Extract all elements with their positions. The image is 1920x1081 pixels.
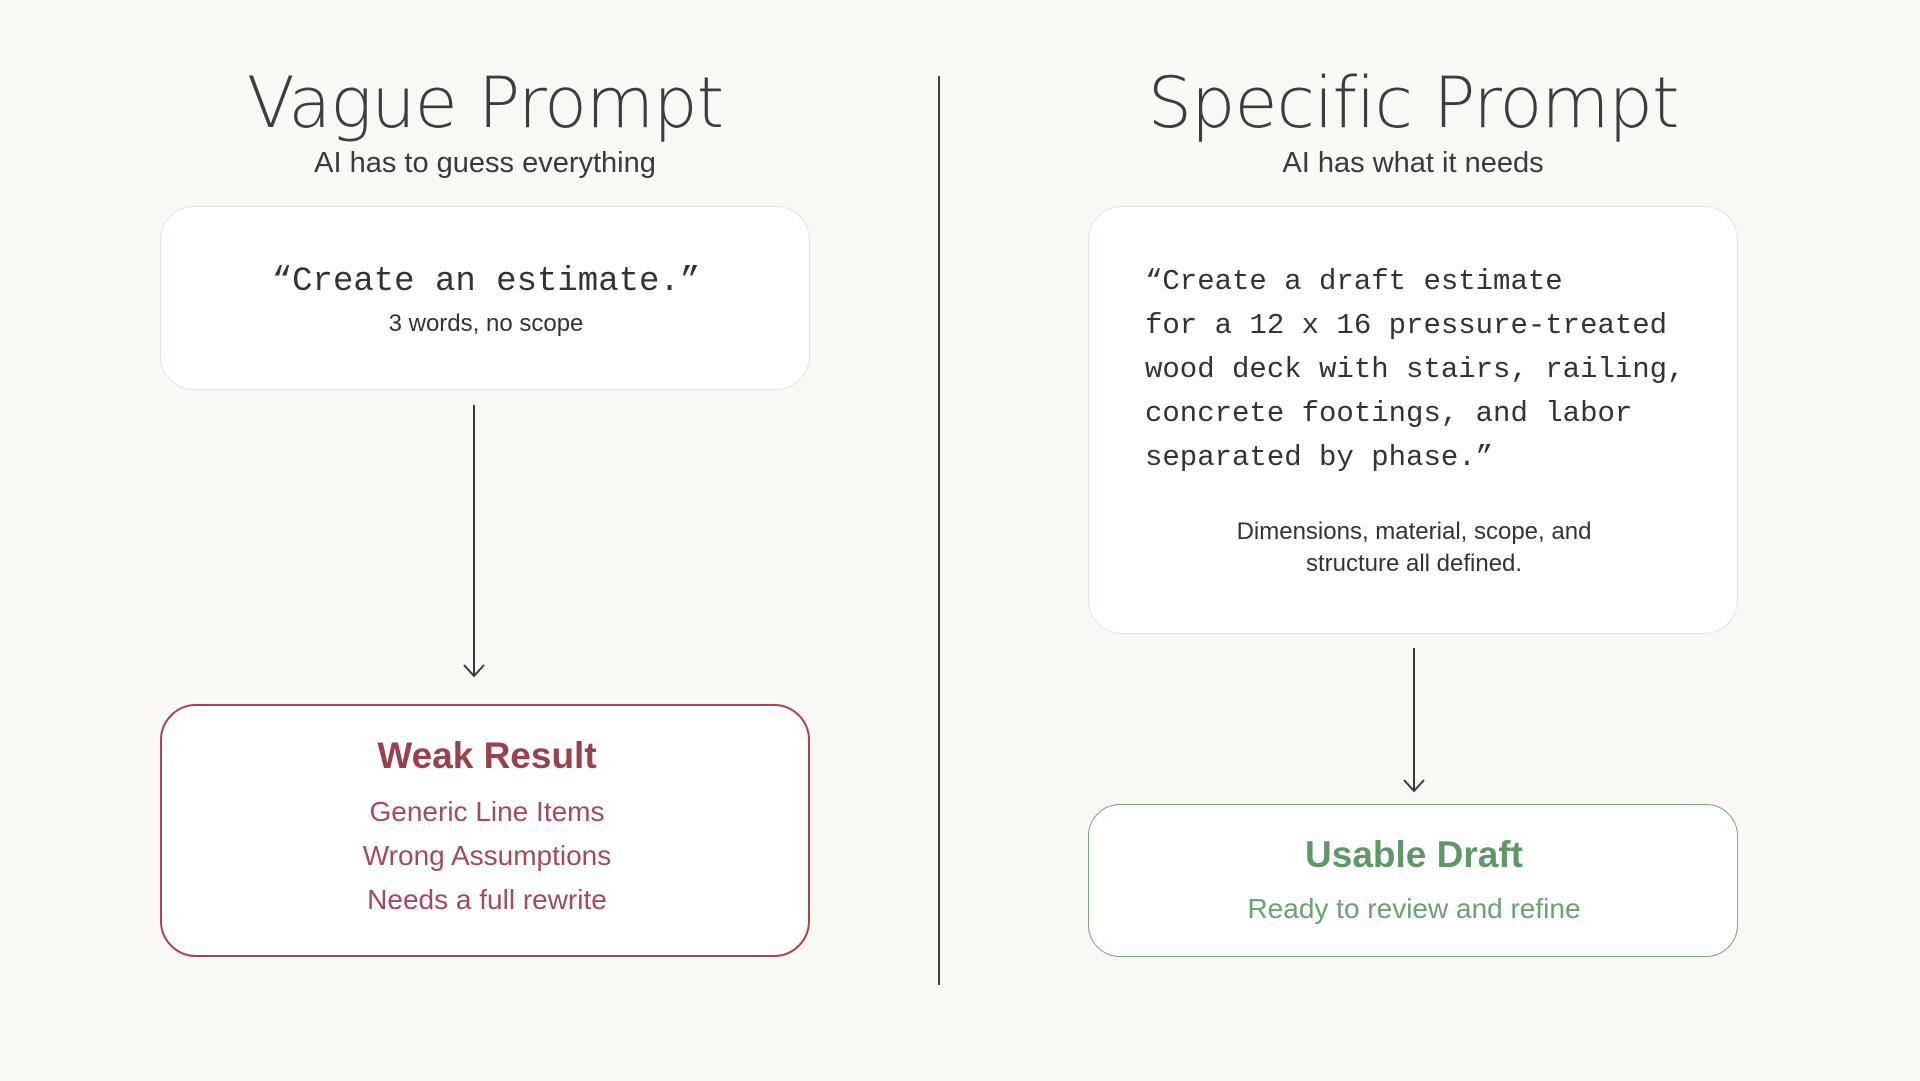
specific-prompt-subtitle: AI has what it needs [1282,147,1544,179]
note-line: structure all defined. [1305,550,1523,577]
prompt-line: for a 12 x 16 pressure-treated [1145,309,1668,342]
prompt-line: “Create a draft estimate [1145,265,1563,298]
specific-prompt-text: “Create a draft estimate for a 12 x 16 p… [1145,260,1735,480]
vague-prompt-note: 3 words, no scope [388,310,584,337]
prompt-line: separated by phase.” [1145,441,1494,474]
specific-arrow-down [1403,648,1425,793]
weak-result-item: Wrong Assumptions [362,840,612,871]
vague-prompt-subtitle: AI has to guess everything [314,147,656,179]
weak-result-card: Weak Result Generic Line Items Wrong Ass… [160,704,810,957]
usable-draft-detail: Ready to review and refine [1247,893,1581,924]
prompt-line: wood deck with stairs, railing, [1145,353,1685,386]
specific-prompt-title: Specific Prompt [1147,62,1680,144]
specific-prompt-card: “Create a draft estimate for a 12 x 16 p… [1088,206,1738,634]
weak-result-item: Needs a full rewrite [367,884,607,915]
weak-result-list: Generic Line Items Wrong Assumptions Nee… [162,790,812,922]
vague-prompt-card: “Create an estimate.” 3 words, no scope [160,206,810,390]
usable-draft-card: Usable Draft Ready to review and refine [1088,804,1738,957]
vague-prompt-text: “Create an estimate.” [271,263,701,301]
weak-result-title: Weak Result [377,735,597,776]
weak-result-item: Generic Line Items [369,796,605,827]
note-line: Dimensions, material, scope, and [1236,518,1592,545]
usable-draft-title: Usable Draft [1305,834,1523,875]
prompt-line: concrete footings, and labor [1145,397,1633,430]
specific-prompt-note: Dimensions, material, scope, and structu… [1089,516,1739,580]
vague-prompt-title: Vague Prompt [246,62,724,144]
vague-arrow-down [463,405,485,678]
column-divider [938,76,940,985]
